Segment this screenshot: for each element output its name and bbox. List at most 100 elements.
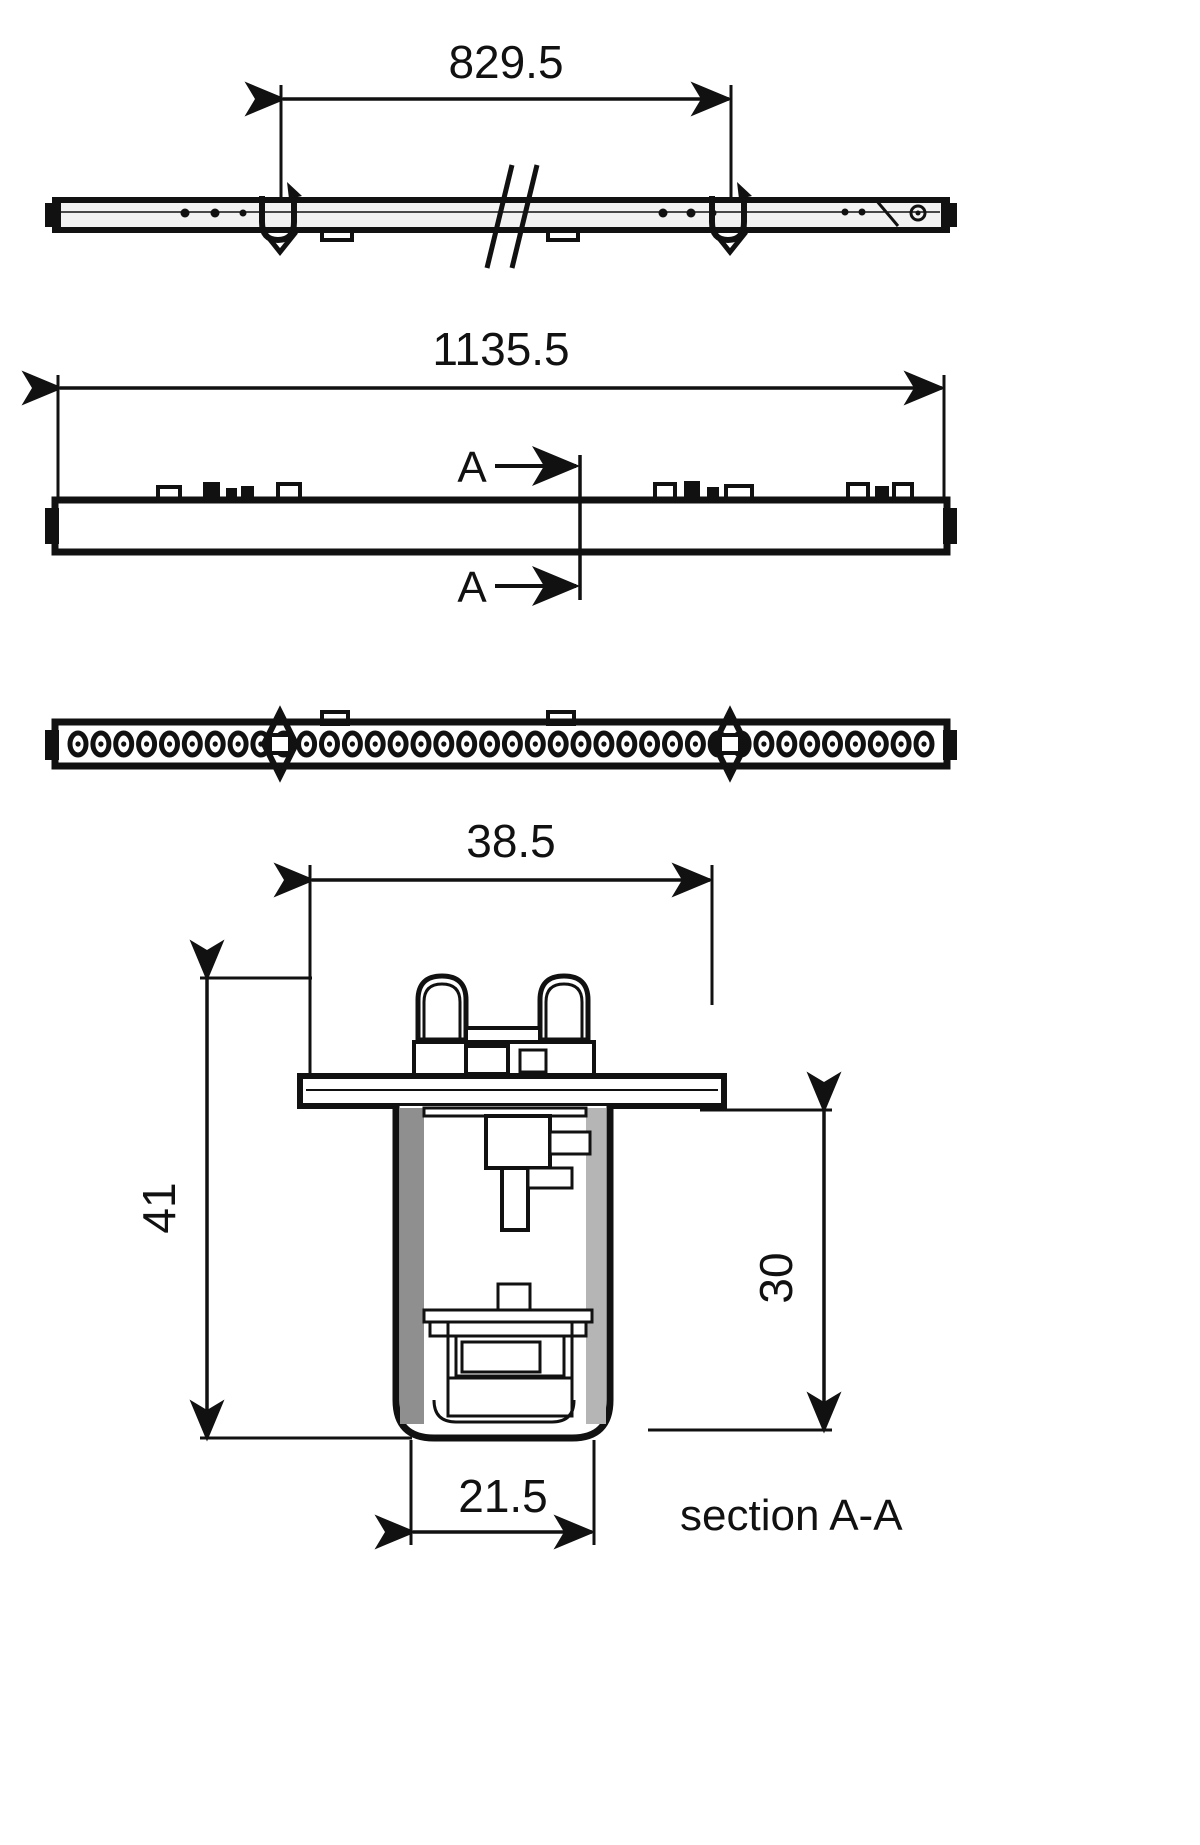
rail-end-hole — [909, 204, 927, 222]
break-line-2 — [509, 164, 540, 269]
perforation-hole-center — [761, 741, 767, 747]
rail-clip-right — [710, 705, 750, 783]
perforation-hole-center — [555, 741, 561, 747]
rail-plan-outline — [51, 496, 951, 556]
rail-plan-feature — [707, 487, 719, 500]
view-section-aa: 38.5 41 30 21.5 section A-A — [133, 815, 903, 1550]
perforation-hole-center — [669, 741, 676, 747]
dimension-829-5: 829.5 — [244, 36, 733, 215]
interior-block-upper — [484, 1114, 552, 1170]
dimension-30: 30 — [648, 1071, 842, 1434]
section-wall-right-shade — [586, 1108, 606, 1424]
interior-shelf-2 — [428, 1320, 588, 1338]
perforation-hole-center — [212, 741, 218, 747]
rail-end-cap-right — [941, 203, 957, 227]
hook-tail — [262, 230, 298, 257]
lug-right — [537, 973, 591, 1043]
perforation-hole-center — [487, 741, 493, 747]
rail-plan-feature — [226, 488, 237, 500]
perforated-rail-outline — [51, 718, 951, 770]
perforation-hole-center — [875, 741, 881, 747]
dimension-1135-5-label: 1135.5 — [432, 323, 569, 375]
dimension-21-5-label: 21.5 — [458, 1470, 548, 1522]
interior-shelf — [422, 1308, 594, 1324]
perforation-hole-center — [372, 741, 378, 747]
hook-body — [259, 196, 297, 244]
perforation-hole-center — [647, 741, 653, 747]
perforation-hole-center — [624, 741, 630, 747]
perforation-hole-center — [144, 741, 150, 747]
rail-end-hole-center — [915, 210, 921, 216]
rail-hole — [239, 209, 247, 217]
perforation-hole-center — [852, 741, 859, 747]
rail-plan-feature — [846, 482, 870, 502]
perforation-hole-center — [166, 741, 173, 747]
interior-stem — [500, 1166, 530, 1232]
perforation-hole-center — [326, 741, 333, 747]
section-aa-geometry — [297, 973, 727, 1442]
hook-body — [709, 196, 747, 244]
interior-tab-upper — [548, 1130, 592, 1156]
lug-right-inner — [544, 982, 584, 1040]
perforation-hole-center — [395, 741, 401, 747]
perforation-hole-center — [235, 741, 241, 747]
perforation-hole-center — [807, 741, 813, 747]
rail-plan-cap-right — [943, 508, 957, 544]
section-wall-left-shade — [400, 1108, 424, 1424]
rail-hook-left — [259, 182, 302, 257]
perforation-hole-center — [464, 741, 470, 747]
view-rail-plan: 1135.5 A — [21, 323, 957, 612]
rail-hook-right — [709, 182, 752, 257]
perforation-hole-center — [692, 741, 699, 747]
clip-center — [268, 733, 292, 755]
rail-plan-body — [45, 481, 957, 556]
section-marker-a-top: A — [457, 443, 580, 492]
interior-lower-inner — [460, 1340, 542, 1374]
rail-tab — [546, 228, 580, 242]
interior-tab-mid — [526, 1166, 574, 1190]
rail-hole — [841, 208, 849, 216]
rail-plan-cap-left — [45, 508, 59, 544]
rail-hole — [686, 208, 696, 218]
rail-plan-feature — [875, 486, 889, 500]
perforation-hole-center — [509, 741, 515, 747]
perforation-hole-center — [189, 741, 195, 747]
break-line-1 — [484, 164, 515, 269]
perforated-rail-cap-left — [45, 730, 59, 760]
clip-diamond — [710, 705, 750, 783]
section-marker-a-bottom: A — [457, 563, 580, 612]
lug-left-inner — [422, 982, 462, 1040]
rail-plan-feature — [203, 482, 220, 500]
rail-hole — [180, 208, 190, 218]
rail-plan-feature — [653, 482, 677, 502]
view-top-rail-elevation: 829.5 — [45, 36, 957, 269]
hook-arrow — [287, 182, 302, 199]
perforation-hole-center — [75, 741, 81, 747]
section-marker-a-top-letter: A — [457, 443, 487, 492]
hook-tail — [712, 230, 748, 257]
rail-plan-feature — [892, 482, 914, 502]
rail-clip-left — [260, 705, 300, 783]
clip-diamond — [260, 705, 300, 783]
clip-center — [718, 733, 742, 755]
perforation-hole-center — [532, 741, 538, 747]
rail-tab — [320, 228, 354, 242]
dimension-41-label: 41 — [133, 1182, 185, 1233]
perforation-hole-center — [349, 741, 355, 747]
rail-elevation-body — [45, 164, 957, 269]
rail-plan-feature — [724, 484, 754, 502]
dimension-41: 41 — [133, 939, 412, 1442]
carriage-block-right — [518, 1048, 548, 1074]
perforation-hole-center — [98, 741, 104, 747]
section-aa-caption: section A-A — [680, 1491, 903, 1540]
rail-plan-feature — [241, 486, 254, 500]
lug-left — [415, 973, 469, 1043]
view-perforated-rail — [45, 705, 957, 783]
perforation-hole-center — [304, 741, 310, 747]
dimension-38-5: 38.5 — [273, 815, 714, 1090]
perforated-rail-tab — [546, 710, 576, 726]
perforation-hole-center — [921, 741, 927, 747]
rail-plan-feature — [684, 481, 700, 500]
